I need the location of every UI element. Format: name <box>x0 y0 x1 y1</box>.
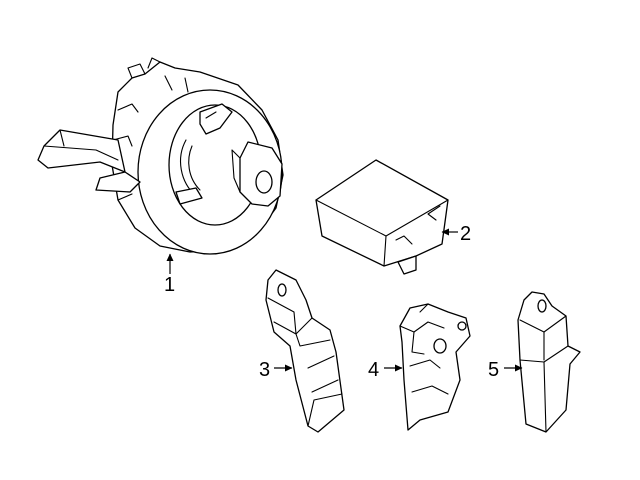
callout-2: 2 <box>460 223 471 245</box>
sensor-3-part <box>265 269 345 433</box>
clockspring-part <box>37 57 284 255</box>
sensor-4-part <box>399 303 471 431</box>
callout-3: 3 <box>259 359 270 381</box>
sensor-5-part <box>517 291 581 433</box>
callout-1: 1 <box>164 274 175 296</box>
callout-4: 4 <box>368 359 379 381</box>
callout-5: 5 <box>488 359 499 381</box>
control-module-part <box>315 159 449 275</box>
